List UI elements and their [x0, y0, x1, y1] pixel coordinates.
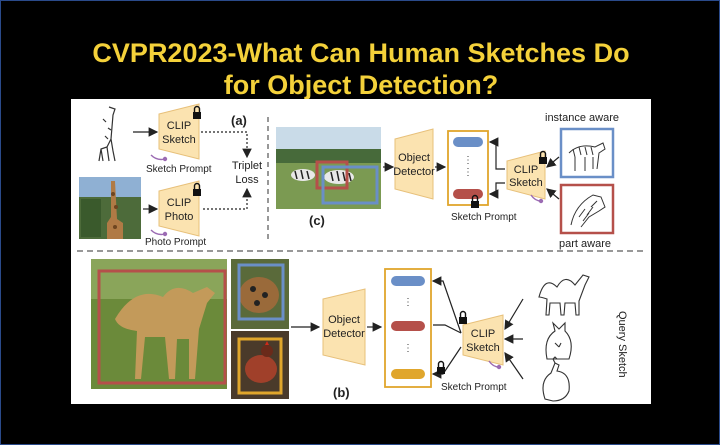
clip-b-line1: CLIP [471, 328, 495, 340]
zebra-sketch-icon [568, 142, 606, 171]
lock-icon [539, 150, 547, 164]
clip-b-line2: Sketch [466, 342, 500, 354]
detector-c-line1: Object [398, 152, 430, 164]
cat-sketch-icon [545, 321, 572, 360]
slide-title: CVPR2023-What Can Human Sketches Do for … [1, 37, 720, 101]
detector-b-line2: Detector [323, 328, 365, 340]
giraffe-photo [79, 177, 141, 239]
detector-c-line2: Detector [393, 166, 435, 178]
svg-text:⋮: ⋮ [403, 297, 413, 308]
clip-sketch-encoder-b: CLIP Sketch [462, 314, 504, 366]
giraffe-sketch-icon [98, 106, 116, 162]
clip-photo-label-line1: CLIP [167, 197, 191, 209]
title-line-2: for Object Detection? [223, 70, 499, 100]
sketch-prompt-label-c: Sketch Prompt [451, 212, 517, 223]
animal-photo [231, 259, 289, 329]
camel-photo [91, 259, 227, 389]
rooster-sketch-icon [542, 356, 570, 402]
clip-sketch-label-line2: Sketch [162, 134, 196, 146]
object-detector-b: Object Detector [322, 288, 366, 366]
lock-icon [471, 194, 479, 208]
lock-icon [193, 182, 201, 196]
clip-c-line1: CLIP [514, 164, 538, 176]
detector-b-line1: Object [328, 314, 360, 326]
panel-c-label: (c) [309, 213, 325, 228]
part-aware-label: part aware [559, 238, 611, 250]
clip-c-line2: Sketch [509, 177, 543, 189]
camel-sketch-icon [538, 274, 590, 316]
feature-stack-b: ⋮ ⋮ [384, 268, 432, 388]
panel-b-label: (b) [333, 385, 350, 400]
rooster-photo [231, 331, 289, 399]
svg-text:⋮: ⋮ [403, 343, 413, 354]
panel-a: CLIP Sketch Sketch Prompt CLIP Photo [79, 103, 262, 248]
part-sketch-box [559, 183, 615, 235]
panel-b: Object Detector ⋮ ⋮ CLIP Sketc [91, 259, 628, 402]
object-detector-c: Object Detector [393, 128, 435, 200]
instance-aware-label: instance aware [545, 112, 619, 124]
figure-panel: CLIP Sketch Sketch Prompt CLIP Photo [71, 99, 651, 404]
triplet-loss-line2: Loss [235, 174, 259, 186]
clip-sketch-encoder-c: CLIP Sketch [506, 150, 546, 200]
lock-icon [193, 105, 201, 119]
lock-icon [437, 360, 445, 374]
photo-prompt-label-a: Photo Prompt [145, 237, 206, 248]
clip-sketch-encoder-a: CLIP Sketch [158, 103, 200, 160]
feature-stack-c: ⋮ ⋮ [447, 130, 489, 206]
svg-text:⋮: ⋮ [463, 167, 473, 178]
zebra-head-sketch-icon [570, 194, 606, 228]
panel-c: Object Detector ⋮ ⋮ CLIP Sketch [276, 112, 619, 250]
sketch-prompt-label-a: Sketch Prompt [146, 164, 212, 175]
clip-sketch-label-line1: CLIP [167, 120, 191, 132]
triplet-loss-line1: Triplet [232, 160, 262, 172]
zebra-photo [276, 127, 381, 209]
figure-diagram: CLIP Sketch Sketch Prompt CLIP Photo [77, 103, 645, 402]
sketch-prompt-label-b: Sketch Prompt [441, 382, 507, 393]
lock-icon [459, 310, 467, 324]
query-sketch-label: Query Sketch [616, 311, 628, 378]
svg-text:⋮: ⋮ [463, 155, 473, 166]
title-line-1: CVPR2023-What Can Human Sketches Do [92, 38, 630, 68]
panel-a-label: (a) [231, 113, 247, 128]
clip-photo-encoder-a: CLIP Photo [158, 180, 200, 237]
clip-photo-label-line2: Photo [165, 211, 194, 223]
